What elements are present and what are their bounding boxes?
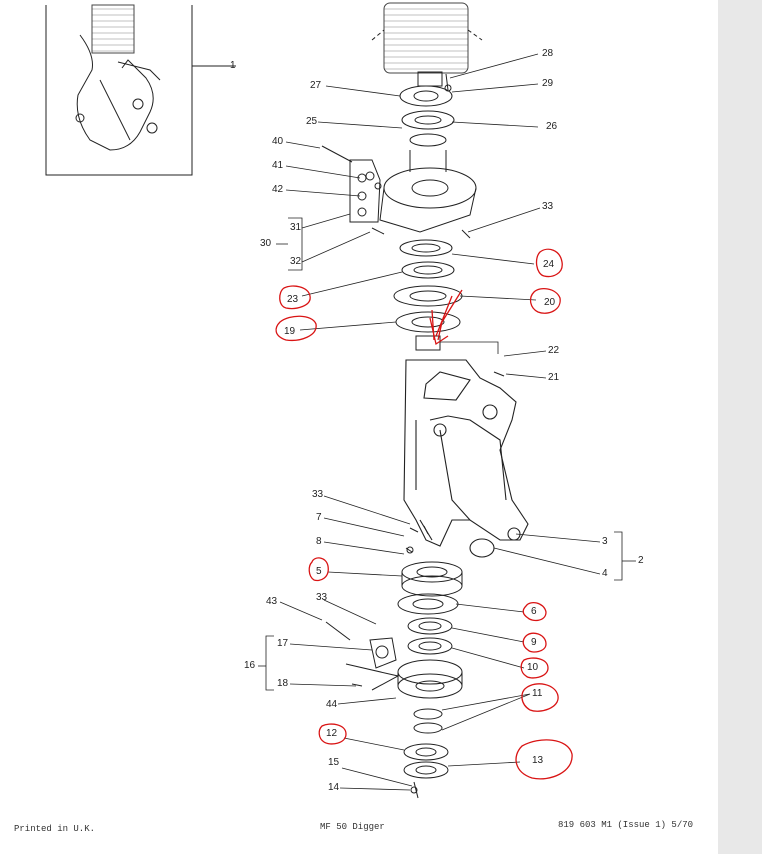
callout-41: 41 xyxy=(272,160,284,171)
viewer-gutter xyxy=(718,0,762,854)
bearing-stack-lower xyxy=(325,525,463,799)
callout-33-mid: 33 xyxy=(312,489,324,500)
footer-part-number: 819 603 M1 (Issue 1) 5/70 xyxy=(558,820,694,830)
callout-21: 21 xyxy=(548,372,560,383)
callout-27: 27 xyxy=(310,80,322,91)
circle-13 xyxy=(515,739,573,780)
circle-23 xyxy=(279,285,311,310)
callout-5: 5 xyxy=(316,566,322,577)
callout-9: 9 xyxy=(531,637,537,648)
circle-12 xyxy=(318,723,347,745)
callout-33-low: 33 xyxy=(316,592,328,603)
callout-30: 30 xyxy=(260,238,272,249)
circle-20 xyxy=(529,287,561,314)
callout-6: 6 xyxy=(531,606,537,617)
callout-18: 18 xyxy=(277,678,289,689)
arrow-mark xyxy=(429,289,463,346)
callout-23: 23 xyxy=(287,294,299,305)
callout-44: 44 xyxy=(326,699,338,710)
circle-24 xyxy=(535,248,563,278)
callout-26: 26 xyxy=(546,121,558,132)
circle-9 xyxy=(522,632,547,653)
callout-1: 1 xyxy=(230,60,236,71)
upper-mount xyxy=(321,73,477,239)
callout-43: 43 xyxy=(266,596,278,607)
footer-printed: Printed in U.K. xyxy=(14,824,96,834)
callout-13: 13 xyxy=(532,755,544,766)
red-markup xyxy=(275,248,573,780)
callout-29: 29 xyxy=(542,78,554,89)
callout-24: 24 xyxy=(543,259,555,270)
swing-casting xyxy=(403,359,529,558)
callout-14: 14 xyxy=(328,782,340,793)
circle-11 xyxy=(521,683,559,712)
bearing-stack-upper xyxy=(393,239,463,351)
parts-diagram-page xyxy=(0,0,718,854)
callout-42: 42 xyxy=(272,184,284,195)
callout-16: 16 xyxy=(244,660,256,671)
callout-40: 40 xyxy=(272,136,284,147)
upper-column xyxy=(371,2,483,87)
callout-28: 28 xyxy=(542,48,554,59)
circle-6 xyxy=(522,601,547,622)
callout-11: 11 xyxy=(532,688,543,699)
inset-view xyxy=(45,4,236,176)
callout-32: 32 xyxy=(290,256,302,267)
footer-model: MF 50 Digger xyxy=(320,822,385,832)
callout-22: 22 xyxy=(548,345,560,356)
callout-31: 31 xyxy=(290,222,302,233)
leader-lines xyxy=(258,53,636,791)
callout-8: 8 xyxy=(316,536,322,547)
callout-19: 19 xyxy=(284,326,296,337)
callout-3: 3 xyxy=(602,536,608,547)
circle-5 xyxy=(308,557,329,582)
callout-2: 2 xyxy=(638,555,644,566)
callout-12: 12 xyxy=(326,728,338,739)
circle-10 xyxy=(520,657,549,679)
callout-10: 10 xyxy=(527,662,539,673)
callout-4: 4 xyxy=(602,568,608,579)
callout-17: 17 xyxy=(277,638,289,649)
circle-19 xyxy=(275,315,317,342)
callout-33-top: 33 xyxy=(542,201,554,212)
callout-7: 7 xyxy=(316,512,322,523)
callout-20: 20 xyxy=(544,297,556,308)
callout-15: 15 xyxy=(328,757,340,768)
callout-25: 25 xyxy=(306,116,318,127)
